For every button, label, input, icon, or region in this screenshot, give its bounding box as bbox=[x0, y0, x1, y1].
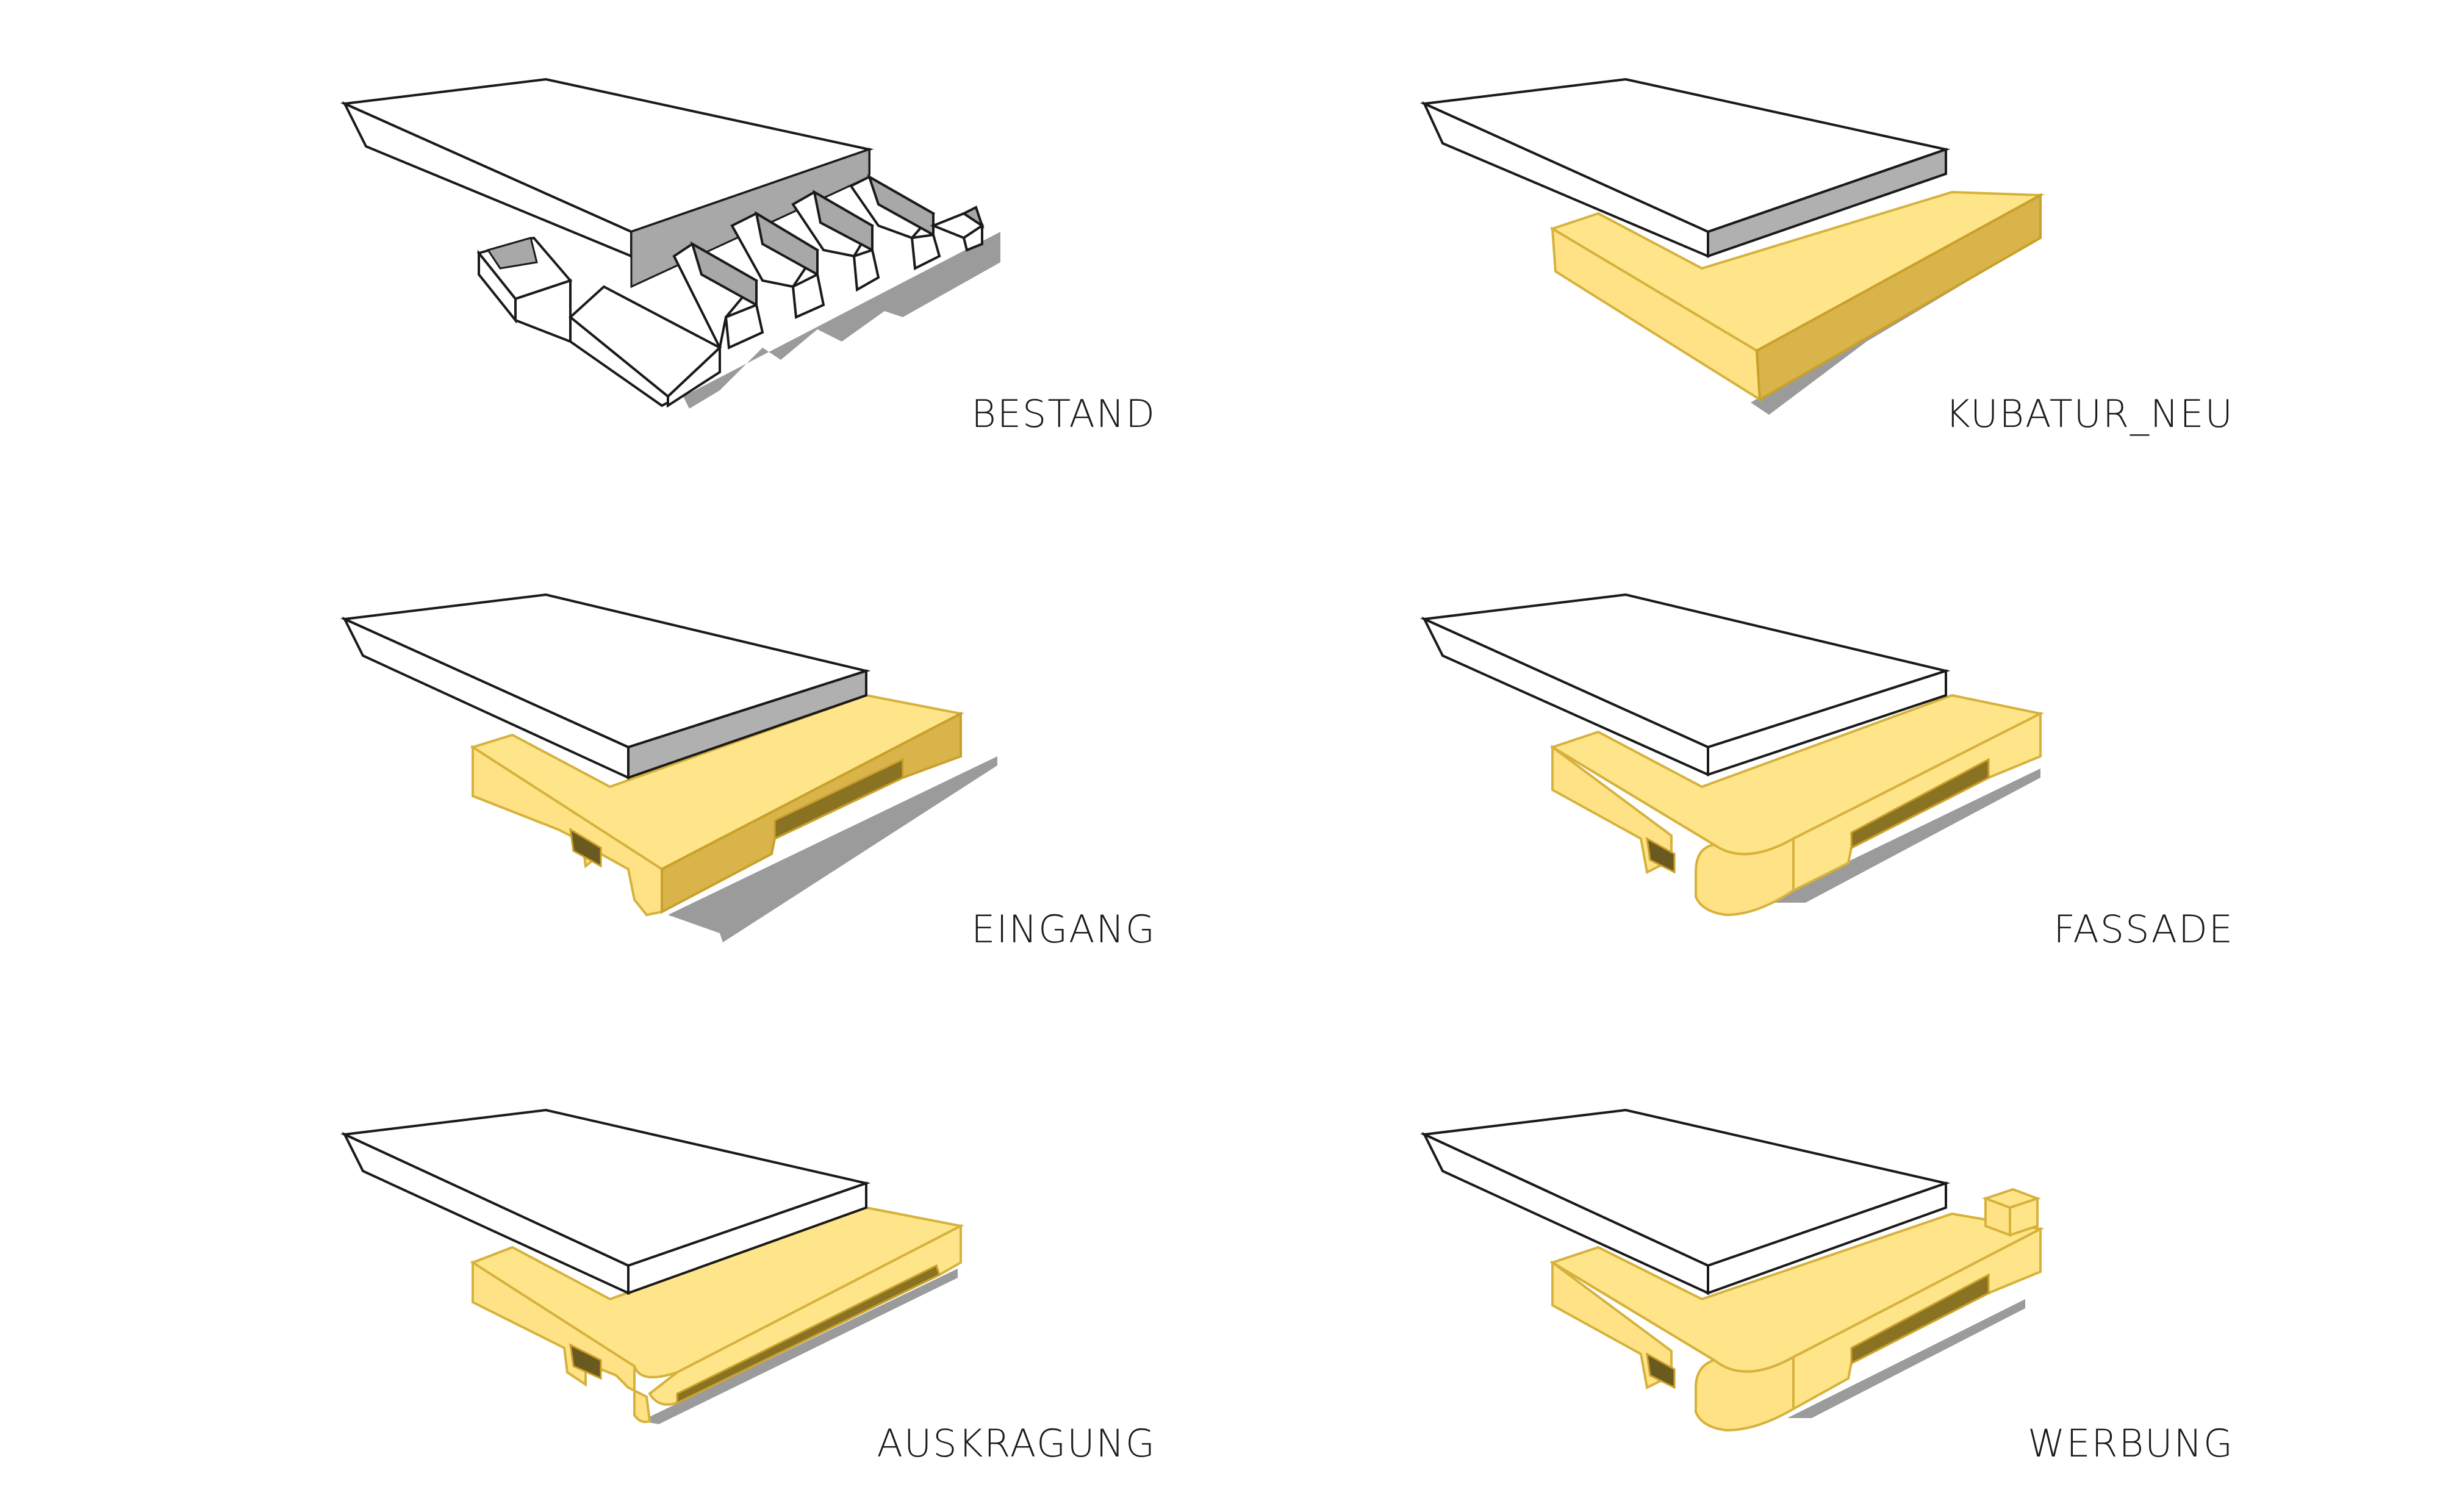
entrance-recess bbox=[569, 1343, 602, 1380]
new-volume-yellow bbox=[470, 1206, 965, 1424]
new-volume-front bbox=[1551, 745, 1795, 917]
side-recess bbox=[1850, 1273, 1990, 1365]
panel-werbung: WERBUNG bbox=[1419, 1108, 2234, 1466]
entrance-recess bbox=[1646, 837, 1676, 874]
new-volume-side bbox=[648, 1224, 962, 1406]
ground-shadow bbox=[683, 232, 1000, 409]
new-volume-front bbox=[1551, 1260, 1795, 1432]
panel-fassade: FASSADE bbox=[1419, 593, 2234, 951]
new-volume-front bbox=[472, 1260, 651, 1424]
sawtooth-roofs bbox=[672, 174, 985, 352]
panel-label-eingang: EINGANG bbox=[971, 907, 1156, 951]
side-recess bbox=[773, 758, 904, 840]
ground-shadow bbox=[668, 756, 997, 942]
entrance-recess bbox=[1646, 1352, 1676, 1389]
low-building-shade bbox=[486, 237, 538, 270]
panel-kubatur-neu: KUBATUR_NEU bbox=[1419, 77, 2234, 436]
new-volume-yellow bbox=[1549, 190, 2045, 402]
cantilever-soffit bbox=[676, 1264, 941, 1405]
new-volume-side bbox=[1755, 193, 2042, 402]
panel-label-bestand: BESTAND bbox=[971, 392, 1156, 436]
panel-eingang: EINGANG bbox=[340, 593, 1156, 951]
slab-side bbox=[627, 669, 867, 779]
side-recess bbox=[1850, 758, 1990, 850]
advertising-cube bbox=[1982, 1188, 2041, 1237]
panel-label-fassade: FASSADE bbox=[2053, 907, 2234, 951]
new-volume-yellow bbox=[1549, 1188, 2045, 1432]
new-volume-yellow bbox=[470, 693, 965, 917]
gable-hall-front bbox=[569, 314, 669, 407]
existing-slab bbox=[1419, 77, 1951, 259]
existing-slab bbox=[340, 1108, 871, 1295]
panel-label-kubatur-neu: KUBATUR_NEU bbox=[1945, 392, 2234, 436]
slab-side bbox=[1707, 669, 1947, 776]
entrance-recess bbox=[569, 828, 602, 868]
existing-slab bbox=[340, 593, 871, 780]
existing-slab bbox=[1419, 593, 1951, 777]
panel-label-auskragung: AUSKRAGUNG bbox=[877, 1421, 1156, 1466]
slab-side bbox=[1707, 1181, 1947, 1295]
slab-side bbox=[1707, 148, 1947, 258]
slab-side bbox=[627, 1181, 867, 1295]
cube-side bbox=[2009, 1197, 2039, 1237]
new-volume-yellow bbox=[1549, 693, 2045, 917]
ground-shadow bbox=[1787, 1299, 2025, 1418]
gable-hall-side bbox=[667, 345, 721, 408]
panel-label-werbung: WERBUNG bbox=[2028, 1421, 2234, 1466]
ground-shadow bbox=[640, 1269, 958, 1424]
existing-building-drawing bbox=[340, 77, 1000, 409]
panel-bestand: BESTAND bbox=[340, 77, 1156, 436]
existing-slab bbox=[1419, 1108, 1951, 1295]
panel-auskragung: AUSKRAGUNG bbox=[340, 1108, 1156, 1466]
